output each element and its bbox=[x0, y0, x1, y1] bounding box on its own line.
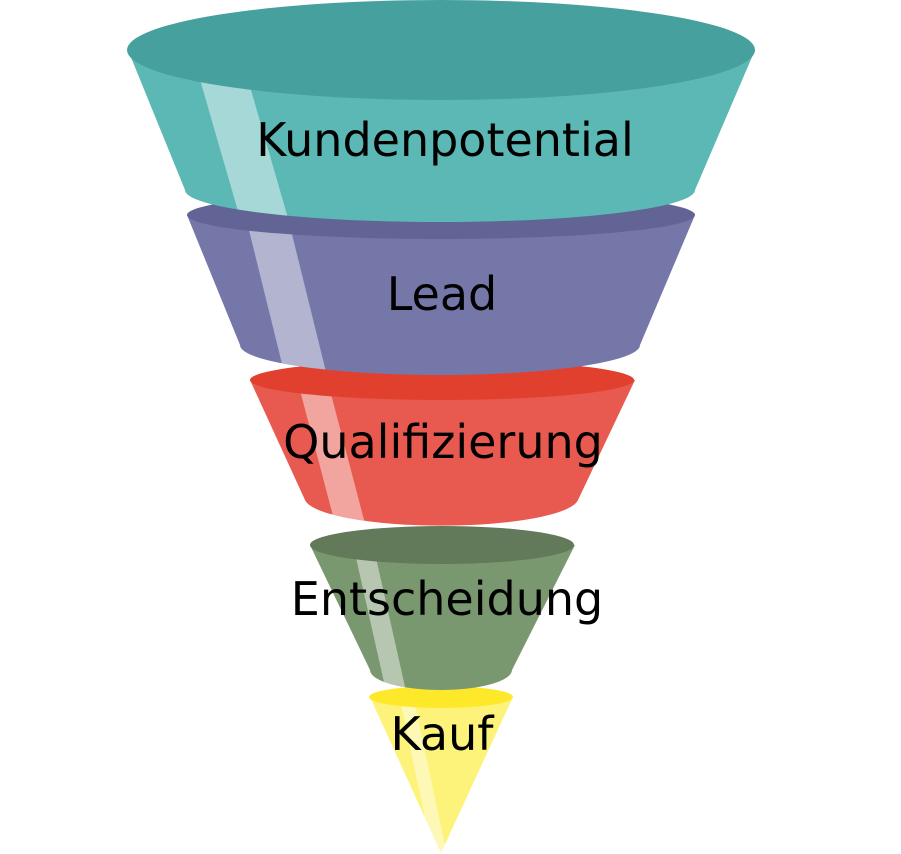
stage-label-qualifizierung: Qualifizierung bbox=[283, 415, 603, 469]
stage-label-lead: Lead bbox=[387, 267, 498, 321]
stage-label-entscheidung: Entscheidung bbox=[291, 572, 603, 626]
highlight-stripe bbox=[352, 545, 408, 690]
stage-body bbox=[310, 545, 575, 690]
funnel-stage-kundenpotential bbox=[127, 0, 755, 222]
stage-body bbox=[250, 380, 635, 526]
highlight-stripe bbox=[244, 215, 328, 375]
highlight-stripe bbox=[190, 50, 290, 222]
funnel-stage-kauf bbox=[369, 686, 513, 853]
stage-top bbox=[127, 0, 755, 100]
stage-body bbox=[187, 215, 695, 375]
stage-body bbox=[370, 697, 513, 853]
highlight-stripe bbox=[296, 380, 368, 526]
highlight-stripe bbox=[398, 697, 448, 853]
stage-label-kundenpotential: Kundenpotential bbox=[256, 113, 633, 167]
funnel-stage-entscheidung bbox=[310, 526, 575, 690]
stage-top bbox=[310, 526, 574, 564]
stage-top bbox=[369, 686, 513, 708]
stage-label-kauf: Kauf bbox=[391, 707, 496, 761]
